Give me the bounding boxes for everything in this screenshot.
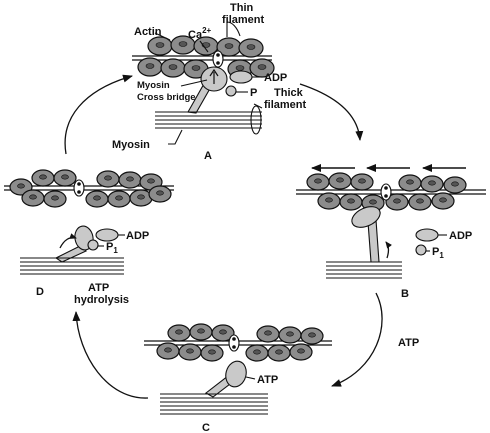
thick-filament-c — [160, 393, 268, 415]
adp-molecule-b — [415, 228, 439, 242]
stage-b — [296, 164, 486, 279]
adp-label-d: ADP — [126, 230, 149, 242]
thin-filament-label-line2: filament — [222, 14, 265, 26]
atp-label-c: ATP — [257, 374, 278, 386]
actin-label: Actin — [134, 26, 162, 38]
adp-label-b: ADP — [449, 230, 472, 242]
phosphate-label-d: P1 — [106, 241, 118, 255]
phosphate-label-a: P — [250, 87, 257, 99]
myosin-d — [20, 225, 125, 275]
myosin-label: Myosin — [112, 139, 150, 151]
troponin-d — [73, 179, 85, 197]
thick-filament-label-line1: Thick — [274, 87, 304, 99]
thin-filament-a — [132, 35, 275, 79]
actin-beads-a — [137, 35, 275, 79]
up-arrow-icon — [209, 68, 219, 84]
recocking-arrow — [59, 233, 77, 249]
thin-filament-label-line1: Thin — [230, 2, 253, 14]
atp-hydrolysis-label-line1: ATP — [88, 282, 109, 294]
thin-filament-d — [4, 169, 174, 208]
atp-hydrolysis-label-line2: hydrolysis — [74, 294, 129, 306]
thin-filament-b — [296, 172, 486, 212]
troponin-b — [380, 183, 392, 201]
stage-b-label: B — [401, 288, 409, 300]
cycle-arrow-c-to-d — [72, 311, 149, 399]
cycle-arrow-a-to-b — [299, 83, 364, 141]
calcium-label: Ca2+ — [188, 26, 212, 41]
actin-beads-c — [156, 323, 324, 362]
troponin-a — [212, 50, 224, 68]
cycle-arrow-b-to-c — [331, 292, 383, 387]
myosin-a — [155, 66, 262, 135]
cycle-arrow-d-to-a — [64, 74, 133, 155]
myosin-neck-b — [367, 219, 380, 263]
stage-d-label: D — [36, 286, 44, 298]
thick-filament-label-line2: filament — [264, 99, 307, 111]
thick-filament-d — [20, 257, 124, 275]
thick-filament-bracket — [250, 105, 262, 135]
stage-d — [4, 169, 174, 275]
stage-a — [132, 21, 275, 145]
actin-beads-d — [9, 169, 172, 208]
phosphate-b — [415, 244, 427, 256]
actin-beads-b — [306, 172, 467, 212]
thick-filament-b — [326, 261, 402, 279]
myosin-label-a-line1: Myosin — [137, 80, 170, 91]
power-stroke-arrow — [385, 241, 392, 259]
cross-bridge-label: Cross bridge — [137, 92, 196, 103]
atp-label-path: ATP — [398, 337, 419, 349]
thin-filament-c — [144, 323, 332, 362]
phosphate-d — [87, 239, 99, 251]
thick-filament-a — [155, 111, 262, 129]
adp-molecule-a — [229, 70, 253, 84]
myosin-head-c — [225, 360, 247, 388]
phosphate-a — [225, 85, 237, 97]
stage-a-label: A — [204, 150, 212, 162]
adp-label-a: ADP — [264, 72, 287, 84]
stage-c — [144, 323, 332, 415]
adp-molecule-d — [95, 228, 119, 242]
myosin-c — [160, 360, 268, 415]
stage-c-label: C — [202, 422, 210, 433]
myosin-head-b — [351, 206, 381, 228]
myosin-b — [326, 206, 447, 279]
troponin-c — [228, 334, 240, 352]
cycle-arrows — [64, 74, 383, 399]
phosphate-label-b: P1 — [432, 246, 444, 260]
